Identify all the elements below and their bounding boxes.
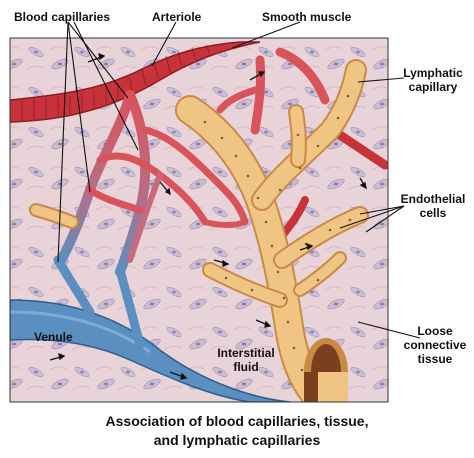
interstitial-fluid-label: Interstitial fluid [208,346,284,374]
endothelial-cells-label: Endothelial cells [396,192,470,220]
endothelial-cells-label-line2: cells [419,206,447,220]
lymphatic-capillary-label-line1: Lymphatic [403,66,463,80]
venule-label: Venule [34,330,73,344]
leader-lines [57,21,421,339]
loose-connective-tissue-label-line2: connective [403,338,467,352]
arteriole-vessel [10,41,261,123]
interstitial-fluid-label-line1: Interstitial [217,346,275,360]
blood-capillaries-label: Blood capillaries [14,10,111,24]
lymphatic-capillary-label: Lymphatic capillary [396,66,470,94]
interstitial-fluid-label-line2: fluid [233,360,259,374]
figure-caption: Association of blood capillaries, tissue… [0,412,474,450]
arteriole-label: Arteriole [152,10,202,24]
loose-connective-tissue-label-line1: Loose [417,324,453,338]
endothelial-cells-label-line1: Endothelial [400,192,466,206]
flow-arrows [49,52,367,380]
lymphatic-tube-opening [304,338,348,402]
tissue-panel [10,38,388,402]
caption-line-2: and lymphatic capillaries [153,432,321,448]
endothelial-cells [203,94,352,372]
caption-line-1: Association of blood capillaries, tissue… [105,413,369,429]
lymphatic-capillary-label-line2: capillary [408,80,458,94]
smooth-muscle-label: Smooth muscle [262,10,352,24]
diagram-frame [9,37,389,403]
loose-connective-tissue-label: Loose connective tissue [398,324,472,366]
lymphatic-capillary-vessel [29,59,369,402]
loose-connective-tissue-label-line3: tissue [417,352,453,366]
